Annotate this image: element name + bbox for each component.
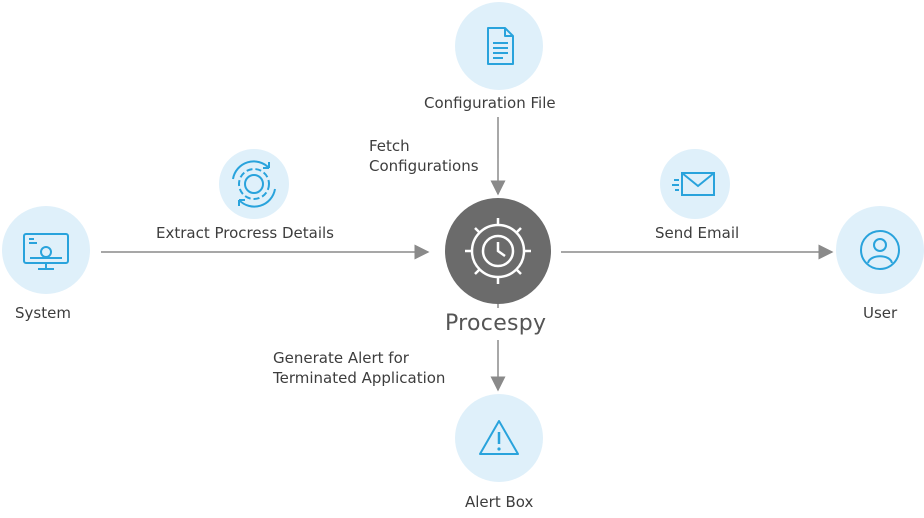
system-node [2,206,90,294]
system-label: System [15,304,71,322]
user-label: User [863,304,898,322]
generate-alert-label-line1: Generate Alert for [273,349,409,367]
configuration-file-node [455,2,543,90]
extract-process-node [219,149,289,219]
gear-clock-icon [465,218,531,284]
configuration-file-label: Configuration File [424,94,556,112]
procespy-label: Procespy [445,311,547,336]
envelope-icon [672,172,715,196]
generate-alert-label-line2: Terminated Application [273,369,446,387]
user-icon [860,230,900,270]
extract-process-label: Extract Procress Details [156,224,335,242]
monitor-gear-icon [23,233,69,270]
fetch-label-line1: Fetch [369,137,410,155]
warning-triangle-icon [479,420,519,455]
gear-sync-icon [232,160,276,208]
alert-box-label: Alert Box [465,493,534,511]
document-icon [487,27,514,65]
fetch-label-line2: Configurations [369,157,479,175]
send-email-node [660,149,730,219]
user-node [836,206,924,294]
send-email-label: Send Email [655,224,740,242]
procespy-hub [445,198,551,304]
alert-box-node [455,394,543,482]
